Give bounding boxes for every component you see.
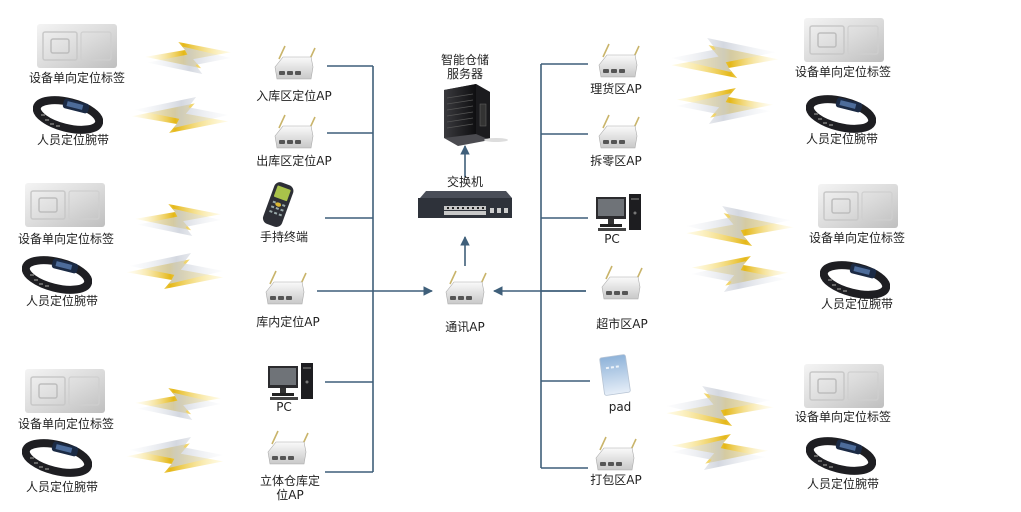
server-label-line2: 服务器 (446, 67, 484, 81)
wireless-signal-icon (126, 437, 224, 473)
inbound-ap-label: 入库区定位AP (256, 89, 332, 103)
unpack-ap-icon (598, 114, 640, 149)
pad-label: pad (608, 400, 632, 414)
wireless-signal-icon (126, 253, 224, 289)
pc-left-label: PC (276, 400, 292, 414)
band-label: 人员定位腕带 (805, 132, 879, 146)
tag-card-icon (25, 183, 105, 227)
stereo-ap-label: 立体仓库定 位AP (260, 474, 320, 502)
wireless-signal-icon (135, 388, 221, 420)
tag-label: 设备单向定位标签 (28, 71, 126, 85)
packing-ap-icon (595, 436, 637, 471)
tag-card-icon (818, 184, 898, 228)
pc-right-icon (596, 194, 641, 231)
tag-label: 设备单向定位标签 (794, 410, 892, 424)
tablet-icon (599, 354, 631, 396)
warehouse-ap-label: 库内定位AP (256, 315, 320, 329)
wristband-icon (807, 94, 875, 135)
tag-label: 设备单向定位标签 (794, 65, 892, 79)
band-label: 人员定位腕带 (806, 477, 880, 491)
inbound-ap-icon (274, 45, 316, 80)
outbound-ap-icon (274, 114, 316, 149)
wireless-signal-icon (691, 256, 789, 292)
stereo-ap-label-line1: 立体仓库定 (259, 474, 321, 488)
wristband-icon (34, 95, 102, 136)
outbound-ap-label: 出库区定位AP (256, 154, 332, 168)
wireless-signal-icon (686, 206, 794, 246)
data-flow-arrows (373, 145, 586, 296)
market-ap-label: 超市区AP (596, 317, 648, 331)
band-label: 人员定位腕带 (25, 294, 99, 308)
tag-label: 设备单向定位标签 (17, 417, 115, 431)
server-label: 智能仓储 服务器 (441, 53, 489, 81)
server-icon (444, 84, 508, 146)
sorting-ap-icon (598, 43, 640, 78)
wireless-signal-icon (666, 386, 774, 426)
tag-label: 设备单向定位标签 (17, 232, 115, 246)
wireless-signal-icon (135, 204, 221, 236)
handheld-label: 手持终端 (259, 230, 309, 244)
left-bus (317, 65, 374, 473)
band-label: 人员定位腕带 (25, 480, 99, 494)
right-bus (540, 63, 590, 469)
band-label: 人员定位腕带 (820, 297, 894, 311)
switch-label: 交换机 (446, 175, 484, 189)
unpack-ap-label: 拆零区AP (590, 154, 642, 168)
tag-label: 设备单向定位标签 (808, 231, 906, 245)
wristband-icon (23, 255, 91, 296)
wristband-icon (807, 436, 875, 477)
warehouse-ap-icon (265, 270, 307, 305)
wireless-signal-icon (671, 38, 779, 78)
pc-left-icon (268, 363, 313, 400)
tag-card-icon (804, 18, 884, 62)
server-label-line1: 智能仓储 (440, 53, 490, 67)
wireless-signal-icon (145, 42, 231, 74)
comm-ap-label: 通讯AP (445, 320, 485, 334)
market-ap-icon (601, 265, 643, 300)
tag-card-icon (25, 369, 105, 413)
wireless-signal-icon (131, 97, 229, 133)
wristband-icon (821, 260, 889, 301)
tag-card-icon (804, 364, 884, 408)
band-label: 人员定位腕带 (36, 133, 110, 147)
comm-ap-icon (445, 270, 487, 305)
tag-card-icon (37, 24, 117, 68)
stereo-ap-icon (267, 430, 309, 465)
packing-ap-label: 打包区AP (590, 473, 642, 487)
switch-icon (418, 191, 512, 218)
wireless-signal-icon (671, 434, 769, 470)
pc-right-label: PC (604, 232, 620, 246)
handheld-terminal-icon (262, 182, 294, 227)
wireless-signal-icon (676, 88, 774, 124)
wristband-icon (23, 438, 91, 479)
sorting-ap-label: 理货区AP (590, 82, 642, 96)
stereo-ap-label-line2: 位AP (276, 488, 304, 502)
